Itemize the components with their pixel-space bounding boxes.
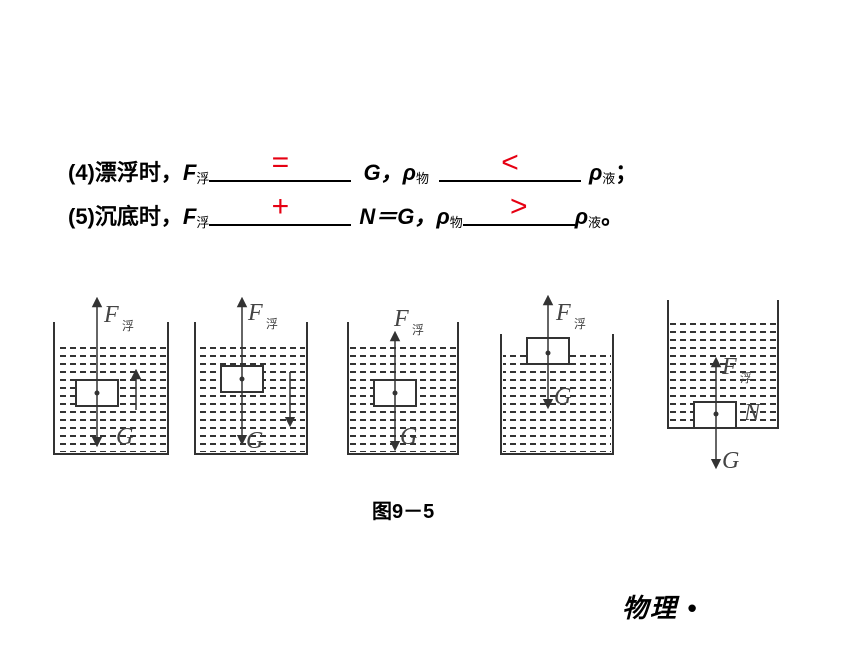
line4-F: F: [182, 160, 197, 185]
line5-end: 。: [601, 204, 624, 229]
beaker-2: F 浮 G: [194, 296, 308, 455]
line4-blank-1[interactable]: =: [209, 148, 352, 182]
fig3-G: G: [400, 424, 417, 450]
beaker-3: F 浮 G: [347, 306, 459, 455]
fig4-G: G: [554, 384, 571, 410]
beaker-1: F 浮 G: [53, 296, 169, 455]
fig3-F: F: [393, 306, 409, 332]
line5-F-sub: 浮: [196, 215, 210, 230]
line5-answer-2: >: [509, 190, 528, 223]
fig5-N: N: [743, 400, 762, 426]
fig3-F-sub: 浮: [412, 323, 424, 337]
line-4: (4)漂浮时，F浮= G，ρ物<ρ液；: [68, 148, 638, 194]
line4-blank-2[interactable]: <: [438, 148, 581, 182]
fig1-F: F: [103, 302, 119, 328]
fig1-G: G: [116, 424, 133, 450]
line4-rho1: ρ: [402, 160, 416, 185]
line5-rho2-sub: 液: [588, 215, 602, 230]
beaker-4: F 浮 G: [500, 294, 614, 455]
fig2-F-sub: 浮: [266, 317, 278, 331]
line4-F-sub: 浮: [196, 171, 210, 186]
fig5-F: F: [721, 354, 737, 380]
figure-caption: 图9－5: [372, 501, 435, 523]
line4-rho2-sub: 液: [602, 171, 616, 186]
line4-rho1-sub: 物: [415, 171, 429, 186]
footer-subject: 物理 •: [622, 593, 699, 623]
line5-blank-2[interactable]: >: [462, 192, 575, 226]
line5-prefix: (5)沉底时，: [68, 204, 183, 229]
fig1-F-sub: 浮: [122, 319, 134, 333]
fig5-F-sub: 浮: [740, 371, 752, 385]
fig5-G: G: [722, 448, 739, 474]
line4-answer-2: <: [501, 146, 519, 179]
line4-G: G，: [363, 160, 403, 185]
fig4-F-sub: 浮: [574, 317, 586, 331]
line4-prefix: (4)漂浮时，: [68, 160, 183, 185]
line5-F: F: [182, 204, 197, 229]
fig2-F: F: [247, 300, 263, 326]
line4-end: ；: [615, 160, 638, 185]
buoyancy-figures: F 浮 G F 浮 G F 浮 G F 浮 G: [53, 294, 779, 474]
line5-mid: N＝G，: [359, 204, 437, 229]
beaker-5: F 浮 N G: [667, 300, 779, 474]
fig4-F: F: [555, 300, 571, 326]
line4-rho2: ρ: [588, 160, 603, 185]
line5-rho2: ρ: [574, 204, 589, 229]
fig2-G: G: [246, 428, 263, 454]
line5-blank-1[interactable]: +: [209, 192, 352, 226]
line-5: (5)沉底时，F浮+N＝G，ρ物>ρ液。: [68, 192, 624, 238]
line4-answer-1: =: [271, 146, 290, 179]
line5-rho1: ρ: [436, 204, 450, 229]
line5-rho1-sub: 物: [449, 215, 463, 230]
line5-answer-1: +: [271, 190, 290, 223]
